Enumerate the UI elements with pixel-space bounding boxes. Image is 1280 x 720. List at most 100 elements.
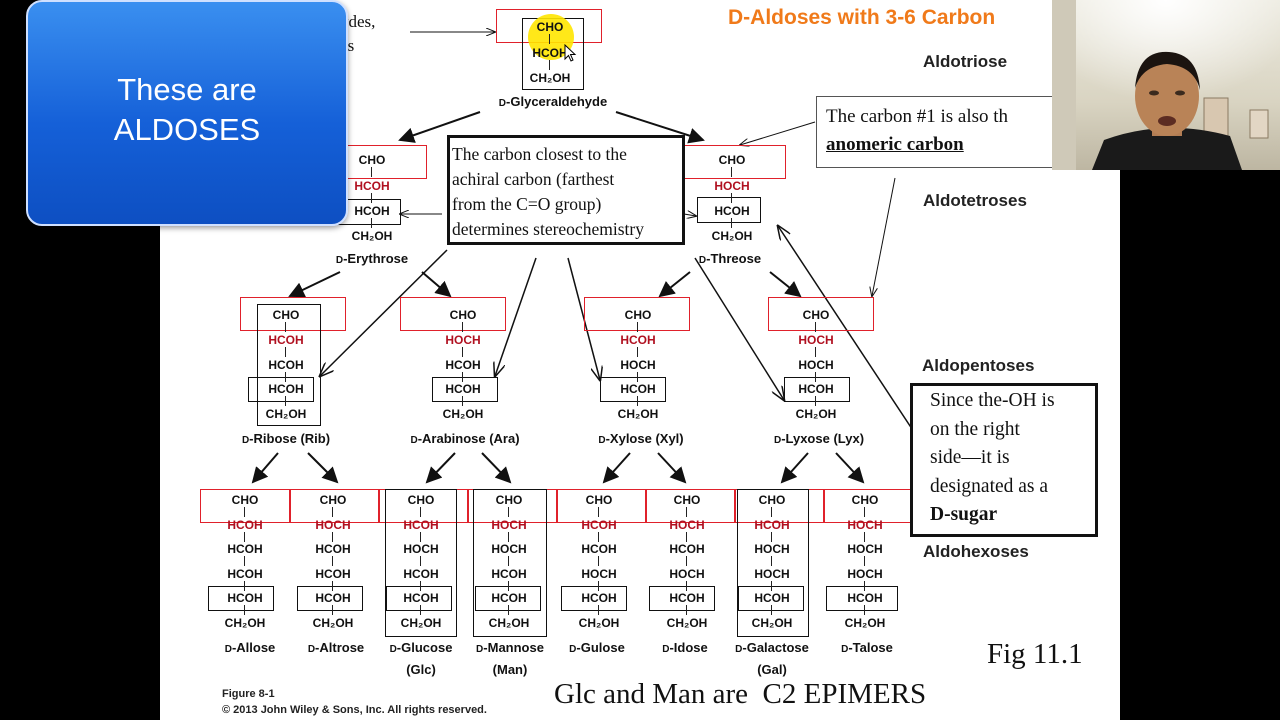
group-ch2oh: CH₂OH	[529, 71, 571, 85]
group-hoch: HOCH	[315, 518, 351, 532]
penultimate-carbon-box	[432, 377, 498, 402]
group-ch2oh: CH₂OH	[351, 229, 393, 243]
group-hoch: HOCH	[445, 333, 481, 347]
group-hcoh: HCOH	[714, 204, 750, 218]
group-hoch: HOCH	[491, 518, 527, 532]
group-hcoh: HCOH	[620, 333, 656, 347]
group-hoch: HOCH	[754, 567, 790, 581]
group-hcoh: HCOH	[354, 179, 390, 193]
note-emphasis: D-sugar	[930, 504, 998, 525]
penultimate-carbon-box	[784, 377, 850, 402]
group-hcoh: HCOH	[227, 591, 263, 605]
group-hcoh: HCOH	[315, 591, 351, 605]
group-hoch: HOCH	[847, 518, 883, 532]
sugar-name-mannose: D-Mannose(Man)	[476, 640, 544, 677]
figure-label: Fig 11.1	[987, 638, 1083, 670]
group-cho: CHO	[851, 493, 879, 507]
penultimate-carbon-box	[386, 586, 452, 611]
group-hcoh: HCOH	[445, 382, 481, 396]
red-highlight-box	[200, 489, 291, 523]
sugar-name-arabinose: D-Arabinose (Ara)	[410, 431, 520, 446]
penultimate-carbon-box	[697, 197, 761, 223]
group-cho: CHO	[407, 493, 435, 507]
penultimate-carbon-box	[297, 586, 363, 611]
arrow	[288, 271, 341, 298]
group-hcoh: HCOH	[847, 591, 883, 605]
partial-text-line: ydes,	[340, 12, 376, 31]
group-ch2oh: CH₂OH	[795, 407, 837, 421]
group-hcoh: HCOH	[227, 542, 263, 556]
note-line: Since the-OH is	[930, 390, 1055, 411]
group-hoch: HOCH	[847, 542, 883, 556]
group-hcoh: HCOH	[669, 591, 705, 605]
group-hcoh: HCOH	[403, 591, 439, 605]
sugar-name-glyceraldehyde: D-Glyceraldehyde	[498, 94, 608, 109]
group-hoch: HOCH	[491, 542, 527, 556]
group-hcoh: HCOH	[754, 518, 790, 532]
sugar-abbr: (Man)	[492, 662, 528, 677]
group-hcoh: HCOH	[403, 567, 439, 581]
group-hcoh: HCOH	[620, 382, 656, 396]
group-ch2oh: CH₂OH	[400, 616, 442, 630]
sugar-name-allose: D-Allose	[224, 640, 276, 655]
group-hoch: HOCH	[714, 179, 750, 193]
figure-credit: Figure 8-1 © 2013 John Wiley & Sons, Inc…	[222, 686, 487, 718]
arrow	[835, 452, 865, 484]
stereochemistry-note: The carbon closest to the achiral carbon…	[447, 135, 685, 245]
sugar-name-galactose: D-Galactose(Gal)	[735, 640, 809, 677]
epimers-note: Glc and Man are C2 EPIMERS	[554, 678, 927, 710]
note-line: from the C=O group)	[452, 194, 602, 214]
red-highlight-box	[400, 297, 506, 331]
group-cho: CHO	[536, 20, 564, 34]
arrow	[481, 452, 512, 484]
arrow	[769, 271, 802, 298]
slide: D-Aldoses with 3-6 Carbon ydes, rs Aldot…	[160, 0, 1120, 720]
group-hcoh: HCOH	[754, 591, 790, 605]
arrow	[658, 271, 691, 298]
group-hcoh: HCOH	[581, 518, 617, 532]
group-hcoh: HCOH	[798, 382, 834, 396]
group-hoch: HOCH	[847, 567, 883, 581]
group-ch2oh: CH₂OH	[617, 407, 659, 421]
arrow	[615, 111, 705, 144]
group-hoch: HOCH	[798, 333, 834, 347]
group-hoch: HOCH	[669, 567, 705, 581]
note-line: on the right	[930, 418, 1020, 440]
group-cho: CHO	[802, 308, 830, 322]
red-highlight-box	[645, 489, 736, 523]
group-hoch: HOCH	[669, 518, 705, 532]
group-hcoh: HCOH	[315, 542, 351, 556]
annotation-arrow	[694, 257, 784, 400]
group-hcoh: HCOH	[268, 382, 304, 396]
arrow	[398, 111, 481, 143]
note-line: achiral carbon (farthest	[452, 169, 615, 189]
red-highlight-box	[556, 489, 647, 523]
annotation-arrow	[320, 249, 448, 376]
group-ch2oh: CH₂OH	[265, 407, 307, 421]
group-cho: CHO	[673, 493, 701, 507]
sugar-name-xylose: D-Xylose (Xyl)	[598, 431, 684, 446]
annotation-arrow	[495, 257, 537, 376]
page-title: D-Aldoses with 3-6 Carbon	[728, 6, 996, 29]
group-cho: CHO	[319, 493, 347, 507]
group-cho: CHO	[449, 308, 477, 322]
group-cho: CHO	[495, 493, 523, 507]
sugar-abbr: (Gal)	[757, 662, 787, 677]
penultimate-carbon-box	[248, 377, 314, 402]
group-hoch: HOCH	[581, 567, 617, 581]
d-sugar-note: Since the-OH is on the right side—it is …	[910, 383, 1098, 537]
group-ch2oh: CH₂OH	[666, 616, 708, 630]
penultimate-carbon-box	[561, 586, 627, 611]
note-line: side—it is	[930, 447, 1010, 468]
group-hcoh: HCOH	[491, 567, 527, 581]
penultimate-carbon-box	[208, 586, 274, 611]
presenter-video	[1052, 0, 1280, 170]
molecule-frame-glucose	[385, 489, 457, 637]
molecule-frame-galactose	[737, 489, 809, 637]
group-ch2oh: CH₂OH	[312, 616, 354, 630]
group-hcoh: HCOH	[669, 542, 705, 556]
figure-number: Figure 8-1	[222, 688, 275, 700]
group-hcoh: HCOH	[268, 358, 304, 372]
group-cho: CHO	[272, 308, 300, 322]
arrow	[425, 452, 456, 484]
